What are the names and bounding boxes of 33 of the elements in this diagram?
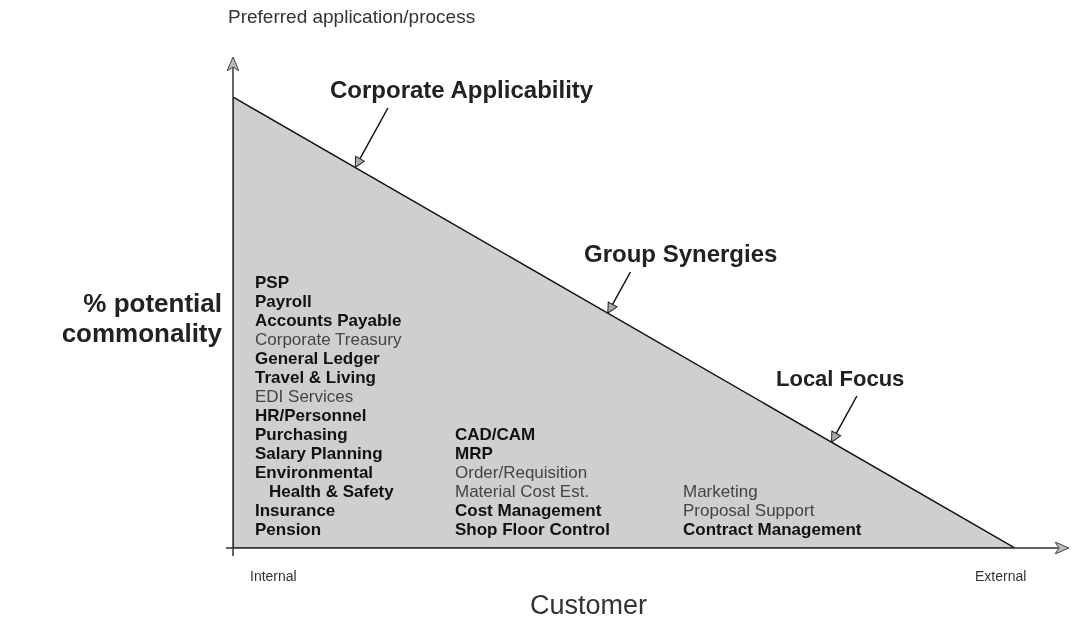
application-name: Material Cost Est. [455, 482, 590, 501]
application-name: Travel & Living [255, 368, 376, 387]
application-name: Proposal Support [683, 501, 815, 520]
application-name: Contract Management [683, 520, 862, 539]
application-name: CAD/CAM [455, 425, 536, 444]
axis-end-label: Internal [250, 568, 297, 584]
axis-title: Preferred application/process [228, 6, 476, 28]
application-name: Salary Planning [255, 444, 383, 463]
application-name: Purchasing [255, 425, 348, 444]
application-name: Insurance [255, 501, 336, 520]
arrow [830, 395, 858, 443]
arrow [607, 271, 632, 314]
application-name: General Ledger [255, 349, 380, 368]
application-name: Accounts Payable [255, 311, 402, 330]
region-label: Group Synergies [584, 240, 778, 268]
axis-title: Customer [530, 590, 648, 621]
application-name: PSP [255, 273, 290, 292]
axis-end-label: External [975, 568, 1027, 584]
application-name: Corporate Treasury [255, 330, 402, 349]
application-name: Pension [255, 520, 322, 539]
region-label: Corporate Applicability [330, 76, 594, 104]
application-name: EDI Services [255, 387, 354, 406]
application-name: Payroll [255, 292, 312, 311]
application-name: Cost Management [455, 501, 602, 520]
arrow [354, 107, 389, 169]
application-name: HR/Personnel [255, 406, 367, 425]
application-name: Order/Requisition [455, 463, 588, 482]
application-name: Marketing [683, 482, 758, 501]
application-name: MRP [455, 444, 493, 463]
region-label: Local Focus [776, 366, 905, 392]
axis-title: % potential commonality [60, 288, 222, 348]
application-name: Shop Floor Control [455, 520, 610, 539]
application-name: Environmental Health & Safety [255, 463, 395, 501]
